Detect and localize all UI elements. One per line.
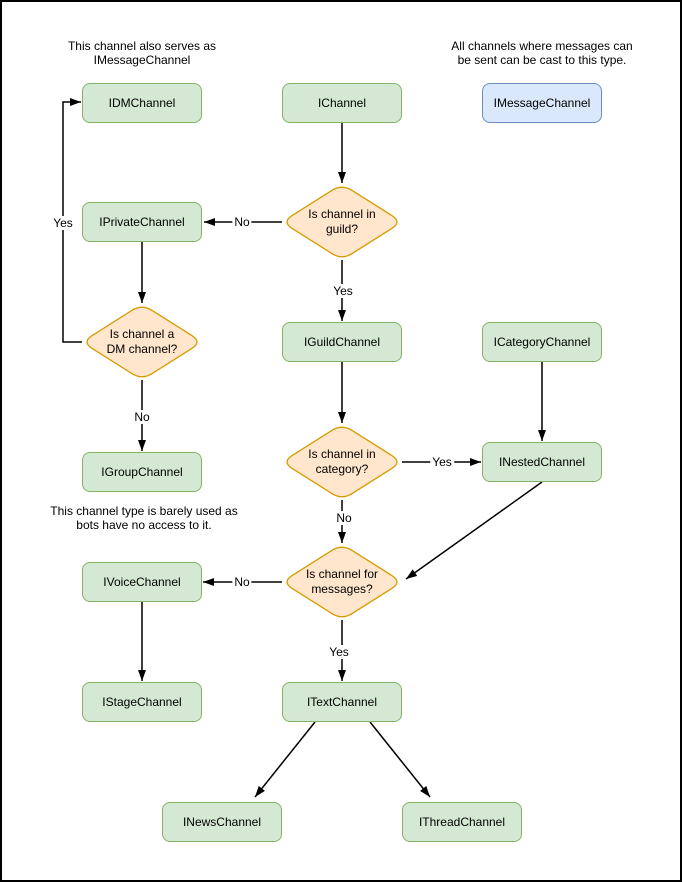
edge-itext-to-ithread (369, 721, 431, 798)
edge-label-guild-yes: Yes (331, 284, 355, 298)
annotation-message-note-line2: be sent can be cast to this type. (457, 53, 627, 67)
node-ichannel: IChannel (282, 83, 402, 123)
decision-diamond-guild (286, 186, 398, 258)
decision-diamond-messages (286, 546, 398, 618)
edge-itext-to-inews (254, 721, 316, 798)
edge-label-category-no: No (334, 511, 354, 525)
node-iguildchannel: IGuildChannel (282, 322, 402, 362)
node-inewschannel: INewsChannel (162, 802, 282, 842)
edge-label-dm-no: No (132, 410, 152, 424)
annotation-message-note-line1: All channels where messages can (451, 39, 633, 53)
annotation-group-note-line1: This channel type is barely used as (50, 504, 238, 518)
edge-label-messages-yes: Yes (327, 645, 351, 659)
node-ivoicechannel: IVoiceChannel (82, 562, 202, 602)
edge-label-dm-yes: Yes (51, 216, 75, 230)
annotation-group-note-line2: bots have no access to it. (76, 518, 212, 532)
decision-diamond-dm (86, 306, 198, 378)
node-ithreadchannel: IThreadChannel (402, 802, 522, 842)
node-inestedchannel: INestedChannel (482, 442, 602, 482)
node-itextchannel: ITextChannel (282, 682, 402, 722)
node-igroupchannel: IGroupChannel (82, 452, 202, 492)
annotation-group-note: This channel type is barely used as bots… (34, 504, 254, 532)
edge-label-messages-no: No (232, 575, 252, 589)
node-icategorychannel: ICategoryChannel (482, 322, 602, 362)
node-imessagechannel: IMessageChannel (482, 83, 602, 123)
edge-inested-to-messages-decision (405, 481, 543, 580)
annotation-dm-note-line2: IMessageChannel (93, 53, 191, 67)
annotation-message-note: All channels where messages can be sent … (432, 39, 652, 67)
node-iprivatechannel: IPrivateChannel (82, 202, 202, 242)
edge-label-guild-no: No (232, 215, 252, 229)
annotation-dm-note: This channel also serves as IMessageChan… (42, 39, 242, 67)
node-istagechannel: IStageChannel (82, 682, 202, 722)
edge-label-category-yes: Yes (430, 455, 454, 469)
node-idmchannel: IDMChannel (82, 83, 202, 123)
annotation-dm-note-line1: This channel also serves as (67, 39, 217, 53)
decision-diamond-category (286, 426, 398, 498)
